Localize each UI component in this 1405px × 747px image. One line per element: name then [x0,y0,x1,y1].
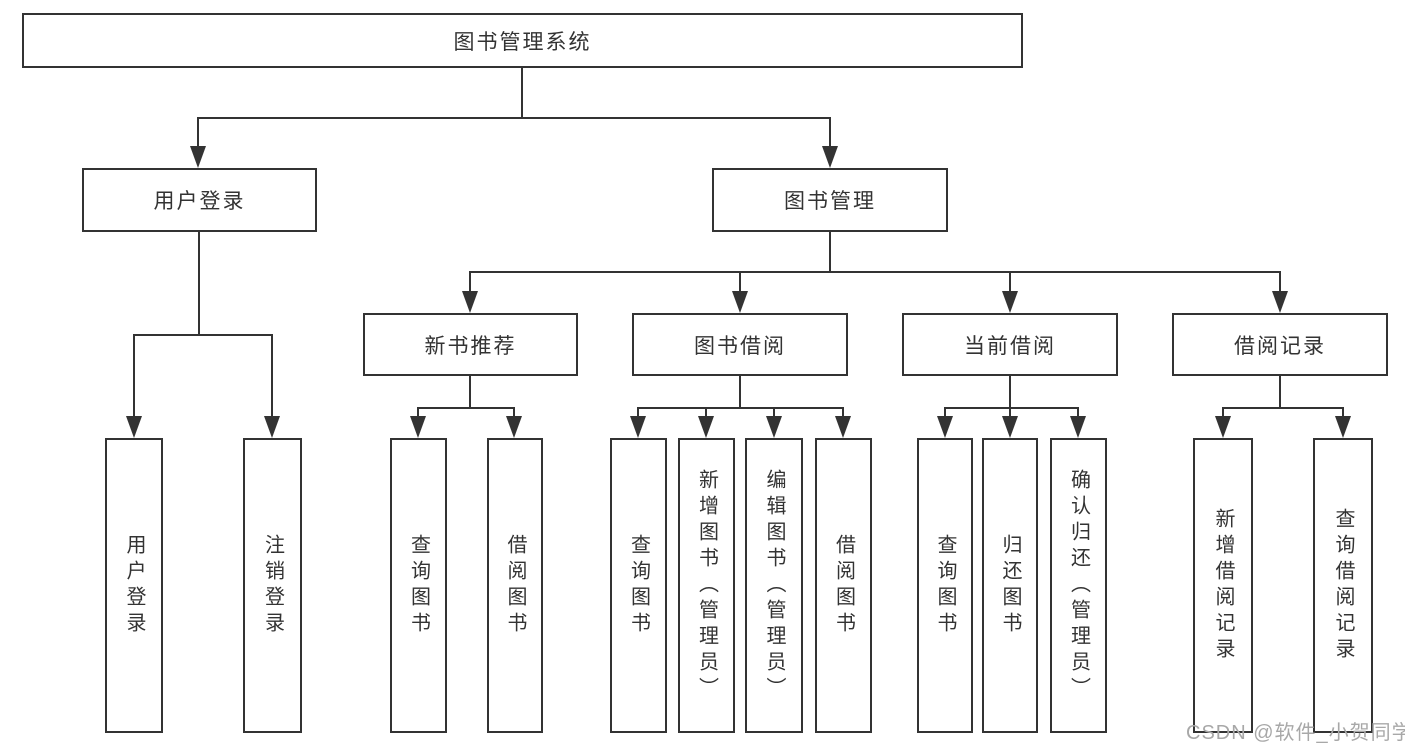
connector-book-mgmt-drop-2 [739,271,741,295]
connector-new-book-drop-1 [417,407,419,418]
connector-current-borrow-rail [944,407,1079,409]
connector-user-login-stem [198,232,200,336]
arrow-down-icon [1215,416,1231,438]
arrow-down-icon [190,146,206,168]
node-root: 图书管理系统 [22,13,1023,68]
leaf-query-book-3: 查询图书 [917,438,973,733]
arrow-down-icon [1272,291,1288,313]
leaf-query-record-label: 查询借阅记录 [1332,507,1354,664]
connector-borrow-record-rail [1222,407,1344,409]
connector-borrow-record-drop-2 [1342,407,1344,418]
leaf-confirm-return: 确认归还（管理员） [1050,438,1107,733]
leaf-logout: 注销登录 [243,438,302,733]
arrow-down-icon [732,291,748,313]
connector-root-drop-right [829,117,831,148]
leaf-borrow-book-2: 借阅图书 [815,438,872,733]
connector-borrow-record-stem [1279,376,1281,409]
node-user-login-label: 用户登录 [153,190,246,213]
leaf-add-record: 新增借阅记录 [1193,438,1253,733]
leaf-query-book-2-label: 查询图书 [627,533,650,638]
leaf-add-record-label: 新增借阅记录 [1212,507,1234,664]
arrow-down-icon [835,416,851,438]
connector-current-borrow-drop-3 [1077,407,1079,418]
leaf-confirm-return-label: 确认归还（管理员） [1067,468,1090,703]
connector-root-drop-left [197,117,199,148]
leaf-user-login-label: 用户登录 [123,533,145,638]
arrow-down-icon [126,416,142,438]
arrow-down-icon [410,416,426,438]
arrow-down-icon [766,416,782,438]
node-borrow-record-label: 借阅记录 [1234,334,1326,358]
connector-new-book-drop-2 [513,407,515,418]
arrow-down-icon [822,146,838,168]
connector-book-borrow-drop-2 [705,407,707,418]
node-book-borrow: 图书借阅 [632,313,848,376]
leaf-query-record: 查询借阅记录 [1313,438,1373,733]
watermark: CSDN @软件_小贺同学 [1186,722,1405,744]
node-current-borrow-label: 当前借阅 [964,334,1056,358]
connector-book-borrow-stem [739,376,741,409]
arrow-down-icon [630,416,646,438]
leaf-user-login: 用户登录 [105,438,163,733]
leaf-return-book: 归还图书 [982,438,1038,733]
arrow-down-icon [506,416,522,438]
connector-current-borrow-drop-1 [944,407,946,418]
node-user-login: 用户登录 [82,168,317,232]
leaf-borrow-book-2-label: 借阅图书 [832,533,855,638]
leaf-query-book-3-label: 查询图书 [934,533,956,638]
connector-new-book-rail [417,407,515,409]
connector-borrow-record-drop-1 [1222,407,1224,418]
arrow-down-icon [1070,416,1086,438]
arrow-down-icon [937,416,953,438]
connector-book-borrow-rail [637,407,844,409]
connector-book-borrow-drop-3 [773,407,775,418]
connector-new-book-stem [469,376,471,409]
node-current-borrow: 当前借阅 [902,313,1118,376]
connector-user-login-drop-2 [271,334,273,418]
leaf-borrow-book-1-label: 借阅图书 [504,533,526,638]
connector-current-borrow-stem [1009,376,1011,409]
node-book-management-label: 图书管理 [784,190,876,213]
connector-current-borrow-drop-2 [1009,407,1011,418]
connector-user-login-drop-1 [133,334,135,418]
node-new-book-recommend: 新书推荐 [363,313,578,376]
leaf-query-book-1-label: 查询图书 [407,533,430,638]
connector-root-rail [197,117,831,119]
connector-root-stem [521,68,523,119]
connector-book-mgmt-stem [829,232,831,273]
node-new-book-recommend-label: 新书推荐 [424,334,517,358]
leaf-return-book-label: 归还图书 [999,533,1021,638]
arrow-down-icon [462,291,478,313]
leaf-logout-label: 注销登录 [261,533,284,638]
node-borrow-record: 借阅记录 [1172,313,1388,376]
leaf-borrow-book-1: 借阅图书 [487,438,543,733]
node-book-borrow-label: 图书借阅 [694,334,786,358]
node-book-management: 图书管理 [712,168,948,232]
arrow-down-icon [1002,291,1018,313]
leaf-query-book-1: 查询图书 [390,438,447,733]
arrow-down-icon [264,416,280,438]
leaf-add-book: 新增图书（管理员） [678,438,735,733]
connector-book-mgmt-drop-3 [1009,271,1011,295]
connector-user-login-rail [133,334,273,336]
connector-book-borrow-drop-1 [637,407,639,418]
connector-book-mgmt-rail [469,271,1281,273]
leaf-edit-book-label: 编辑图书（管理员） [763,468,785,703]
leaf-edit-book: 编辑图书（管理员） [745,438,803,733]
node-root-label: 图书管理系统 [453,30,592,54]
connector-book-mgmt-drop-1 [469,271,471,295]
connector-book-borrow-drop-4 [842,407,844,418]
arrow-down-icon [1002,416,1018,438]
leaf-add-book-label: 新增图书（管理员） [695,468,718,703]
leaf-query-book-2: 查询图书 [610,438,667,733]
arrow-down-icon [1335,416,1351,438]
arrow-down-icon [698,416,714,438]
connector-book-mgmt-drop-4 [1279,271,1281,295]
